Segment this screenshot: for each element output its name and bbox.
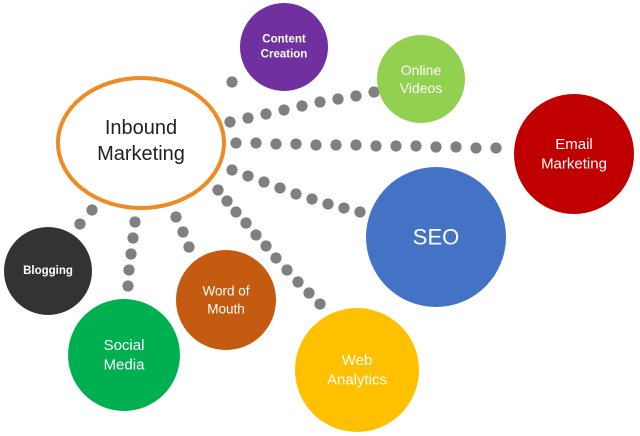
node-content-creation-label-line-1: Content	[262, 34, 306, 46]
connector-content-creation	[226, 76, 238, 88]
connector-dot	[470, 142, 482, 154]
connector-dot	[296, 100, 308, 112]
connector-group	[74, 76, 502, 310]
connector-dot	[274, 182, 286, 194]
connector-dot	[260, 240, 272, 252]
node-seo-circle	[366, 167, 506, 307]
connector-dot	[230, 206, 242, 218]
node-blogging-circle	[4, 227, 92, 315]
connector-blogging	[74, 204, 98, 230]
node-social-media-label-line-1: Social	[104, 337, 145, 354]
node-blogging: Blogging	[4, 227, 92, 315]
connector-web-analytics	[212, 184, 326, 310]
node-word-of-mouth-label-line-1: Word of	[202, 284, 249, 299]
connector-word-of-mouth	[170, 211, 195, 253]
node-word-of-mouth-label-line-2: Mouth	[207, 301, 245, 316]
connector-dot	[226, 76, 238, 88]
node-seo: SEO	[366, 167, 506, 307]
connector-dot	[390, 140, 402, 152]
node-web-analytics-label-line-2: Analytics	[327, 371, 387, 388]
connector-dot	[221, 195, 233, 207]
connector-social-media	[122, 216, 141, 292]
connector-dot	[303, 287, 315, 299]
connector-dot	[250, 137, 262, 149]
node-word-of-mouth-circle	[176, 250, 276, 350]
connector-dot	[250, 229, 262, 241]
center-node-label-line-1: Inbound	[105, 117, 177, 139]
node-social-media-label-line-2: Media	[104, 356, 146, 373]
connector-dot	[490, 142, 502, 154]
connector-dot	[122, 280, 134, 292]
node-email-marketing-circle	[514, 94, 634, 214]
connector-dot	[270, 252, 282, 264]
connector-dot	[314, 96, 326, 108]
connector-dot	[212, 184, 224, 196]
connector-dot	[338, 202, 350, 214]
connector-dot	[290, 188, 302, 200]
node-online-videos-label-line-2: Videos	[400, 80, 443, 96]
connector-dot	[74, 218, 86, 230]
connector-dot	[260, 108, 272, 120]
connector-dot	[281, 264, 293, 276]
node-seo-label-line-1: SEO	[413, 225, 459, 250]
connector-online-videos	[224, 86, 380, 128]
connector-dot	[242, 170, 254, 182]
connector-dot	[354, 206, 366, 218]
connector-dot	[224, 116, 236, 128]
connector-dot	[170, 211, 182, 223]
center-node-outline	[56, 76, 226, 210]
connector-dot	[322, 198, 334, 210]
connector-email-marketing	[230, 137, 502, 154]
connector-dot	[430, 141, 442, 153]
connector-dot	[314, 298, 326, 310]
connector-dot	[86, 204, 98, 216]
center-node-label-line-2: Marketing	[97, 143, 185, 165]
connector-dot	[332, 93, 344, 105]
connector-dot	[270, 138, 282, 150]
connector-dot	[368, 86, 380, 98]
node-content-creation-circle	[240, 3, 328, 91]
connector-dot	[123, 264, 135, 276]
node-web-analytics-circle	[295, 308, 419, 432]
node-online-videos-circle	[377, 35, 465, 123]
node-blogging-label-line-1: Blogging	[23, 265, 73, 277]
node-social-media-circle	[68, 299, 180, 411]
connector-dot	[183, 241, 195, 253]
node-word-of-mouth: Word of Mouth	[176, 250, 276, 350]
connector-dot	[127, 232, 139, 244]
connector-dot	[226, 164, 238, 176]
connector-dot	[242, 112, 254, 124]
node-email-marketing-label-line-1: Email	[555, 136, 593, 153]
connector-dot	[177, 226, 189, 238]
connector-dot	[370, 140, 382, 152]
connector-seo	[226, 164, 366, 218]
connector-dot	[258, 176, 270, 188]
connector-dot	[125, 248, 137, 260]
connector-dot	[129, 216, 141, 228]
connector-dot	[292, 276, 304, 288]
connector-dot	[290, 138, 302, 150]
connector-dot	[278, 104, 290, 116]
connector-dot	[306, 193, 318, 205]
node-web-analytics-label-line-1: Web	[342, 352, 373, 369]
connector-dot	[230, 137, 242, 149]
connector-dot	[240, 217, 252, 229]
connector-dot	[350, 90, 362, 102]
connector-dot	[330, 139, 342, 151]
connector-dot	[450, 141, 462, 153]
connector-dot	[350, 139, 362, 151]
connector-dot	[410, 140, 422, 152]
node-online-videos-label-line-1: Online	[401, 62, 442, 78]
node-email-marketing-label-line-2: Marketing	[541, 155, 607, 172]
node-content-creation-label-line-2: Creation	[261, 48, 308, 60]
connector-dot	[310, 139, 322, 151]
